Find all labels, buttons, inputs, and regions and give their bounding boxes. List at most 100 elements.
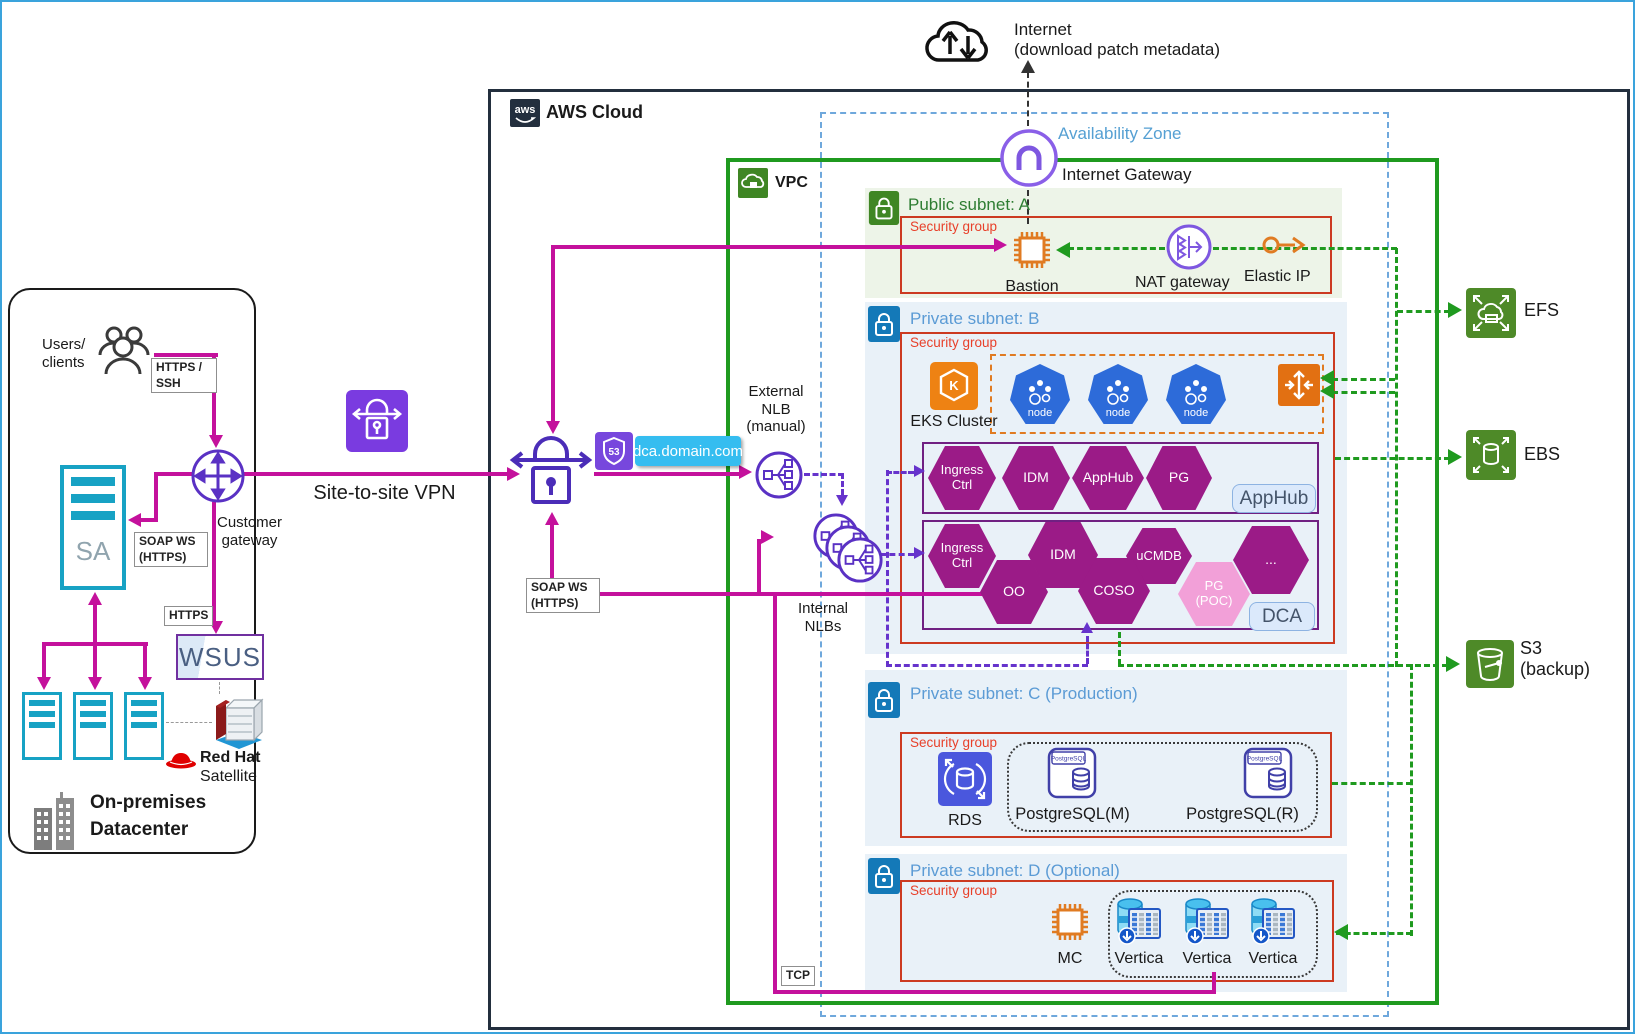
subnet-d-sg-label: Security group xyxy=(910,883,998,898)
connector-users-cg-v xyxy=(212,355,216,435)
connector-vpngw-bastion-v xyxy=(551,248,555,423)
connector-servers-satellite xyxy=(166,722,212,723)
soap-ws-mid-tag: SOAP WS (HTTPS) xyxy=(526,578,600,614)
connector-sa-branch xyxy=(93,603,97,643)
onprem-title: On-premises Datacenter xyxy=(90,792,207,840)
public-subnet-lock-icon xyxy=(868,191,900,225)
vpn-gateway-icon xyxy=(509,436,593,504)
hex-dca-pg-poc: PG (POC) xyxy=(1178,562,1250,626)
arrow-into-bastion xyxy=(994,238,1007,252)
connector-green-subnet-c xyxy=(1332,782,1412,785)
arrow-up-into-vpngw xyxy=(545,512,559,525)
subnet-c-security-group xyxy=(900,732,1332,838)
connector-cg-sa-h1 xyxy=(154,472,192,476)
connector-enlb-nlbs-h xyxy=(804,473,844,476)
connector-vpngw-enlb xyxy=(594,472,739,476)
availability-zone-label: Availability Zone xyxy=(1058,124,1182,143)
customer-gateway-label: Customer gateway xyxy=(216,514,283,549)
redhat-brand-label: Red Hat xyxy=(200,749,261,766)
vertica-icon-1 xyxy=(1117,898,1161,945)
autoscaling-icon xyxy=(1278,364,1320,406)
svg-text:aws: aws xyxy=(515,104,536,116)
aws-cloud-title: AWS Cloud xyxy=(546,102,643,122)
arrow-purple-into-nlbs xyxy=(836,495,848,506)
wsus-label: WSUS xyxy=(179,641,261,672)
arrow-purple-into-dca xyxy=(1081,622,1093,633)
arrow-into-autoscale-2 xyxy=(1320,383,1334,399)
arrow-to-internet xyxy=(1021,60,1035,73)
eks-cluster-label: EKS Cluster xyxy=(910,413,998,430)
connector-cg-sa-h2 xyxy=(139,518,157,522)
server-icon-1 xyxy=(22,692,62,760)
arrow-server3 xyxy=(138,677,152,690)
arrow-into-customer-gateway xyxy=(209,435,223,448)
subnet-a-security-group xyxy=(900,216,1332,294)
connector-purple-dca xyxy=(880,553,914,556)
node-label: node xyxy=(1027,407,1053,419)
postgres-group-border xyxy=(1007,742,1318,832)
arrow-into-enlb xyxy=(739,465,752,479)
dns-record-label: dca.domain.com xyxy=(632,442,744,460)
availability-zone-border xyxy=(820,112,1389,1017)
svg-text:K: K xyxy=(949,378,959,393)
server-icon-2 xyxy=(73,692,113,760)
hex-dca-coso: COSO xyxy=(1078,558,1150,624)
internet-label: Internet (download patch metadata) xyxy=(1014,20,1221,60)
connector-green-efs xyxy=(1397,310,1450,313)
connector-bottom-h xyxy=(773,990,1216,994)
arrow-into-s3 xyxy=(1446,656,1460,672)
eks-node-icon-2: node xyxy=(1088,364,1148,424)
arrow-down-vpngw xyxy=(546,421,560,434)
internet-cloud-icon xyxy=(925,21,988,62)
mc-icon xyxy=(1052,904,1088,940)
connector-green-s3 xyxy=(1118,664,1448,667)
dca-group-border xyxy=(922,520,1319,630)
vpc-border xyxy=(726,158,1439,1005)
apphub-group-border xyxy=(922,442,1319,514)
wsus-box: WSUS xyxy=(176,634,264,680)
arrow-purple-apphub-ingress xyxy=(914,465,925,477)
efs-icon xyxy=(1466,288,1516,338)
ebs-label: EBS xyxy=(1524,444,1561,464)
subnet-d-security-group xyxy=(900,880,1334,982)
bastion-icon xyxy=(1014,232,1050,268)
arrow-server2 xyxy=(88,677,102,690)
https-tag: HTTPS xyxy=(164,606,214,626)
private-subnet-c-lock-icon xyxy=(868,682,900,718)
svg-text:53: 53 xyxy=(608,447,620,458)
connector-nat-bastion xyxy=(1068,247,1165,250)
sa-label: SA xyxy=(75,536,111,566)
arrow-green-into-bastion xyxy=(1056,242,1070,258)
arrow-into-autoscale-1 xyxy=(1320,370,1334,386)
customer-gateway-icon xyxy=(191,449,245,503)
subnet-a-title: Public subnet: A xyxy=(908,195,1030,214)
connector-green-autoscale-1 xyxy=(1332,378,1395,381)
subnet-c-title: Private subnet: C (Production) xyxy=(910,684,1138,703)
eks-cluster-icon: K xyxy=(930,362,978,410)
connector-nlb-branch-v xyxy=(757,539,761,594)
apphub-chip: AppHub xyxy=(1232,484,1316,513)
arrow-into-subnet-d xyxy=(1334,924,1348,940)
connector-igw-subnet-dash xyxy=(1027,190,1029,224)
connector-soap-h xyxy=(550,592,982,596)
internet-gateway-label: Internet Gateway xyxy=(1062,165,1192,184)
redhat-satellite-icon xyxy=(216,698,264,749)
arrow-into-ebs xyxy=(1448,449,1462,465)
external-nlb-label: External NLB (manual) xyxy=(746,383,806,436)
vpc-icon xyxy=(738,168,768,198)
connector-cg-sa-v xyxy=(154,472,158,522)
connector-purple-apphub xyxy=(886,471,914,474)
internal-nlbs-label: Internal NLBs xyxy=(797,600,849,635)
dca-chip: DCA xyxy=(1249,602,1315,631)
connector-green-vline-b xyxy=(1410,664,1413,936)
subnet-a-sg-label: Security group xyxy=(910,219,998,234)
datacenter-building-icon xyxy=(34,792,74,850)
postgresql-r-label: PostgreSQL(R) xyxy=(1186,805,1299,823)
vpc-label: VPC xyxy=(775,174,808,191)
mc-label: MC xyxy=(1057,950,1083,967)
elastic-ip-label: Elastic IP xyxy=(1244,268,1311,285)
sa-server-icon: SA xyxy=(60,465,126,590)
connector-green-autoscale-2 xyxy=(1332,391,1395,394)
connector-branch xyxy=(42,642,148,646)
users-label: Users/ clients xyxy=(42,336,86,371)
